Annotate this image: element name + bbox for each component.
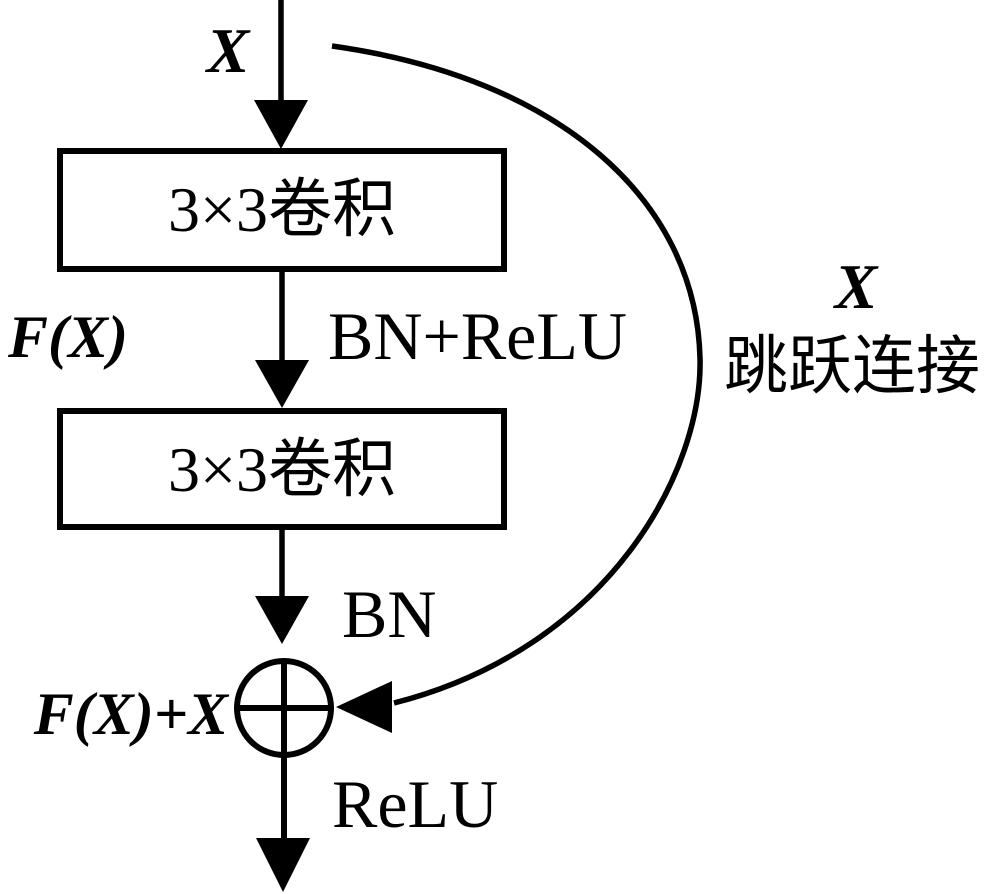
conv2-label: 3×3卷积 [168, 434, 396, 505]
skip-text-label: 跳跃连接 [724, 331, 980, 402]
bn-label: BN [342, 576, 436, 652]
conv2-box [57, 408, 507, 530]
connector1-arrowhead-icon [255, 360, 309, 408]
input-x-label: X [205, 15, 251, 86]
skip-connection-curve [331, 43, 703, 706]
connector2-arrowhead-icon [255, 596, 309, 644]
sum-output-label: F(X)+X [33, 681, 230, 747]
conv1-label: 3×3卷积 [168, 174, 396, 245]
relu-label: ReLU [332, 766, 498, 842]
bn-relu-label: BN+ReLU [328, 298, 627, 374]
fx-label: F(X) [7, 304, 128, 370]
input-arrowhead-icon [254, 100, 308, 149]
output-arrowhead-icon [256, 838, 310, 892]
skip-connection-arrowhead-icon [336, 681, 392, 733]
skip-x-label: X [833, 251, 879, 322]
conv1-box [57, 148, 507, 272]
